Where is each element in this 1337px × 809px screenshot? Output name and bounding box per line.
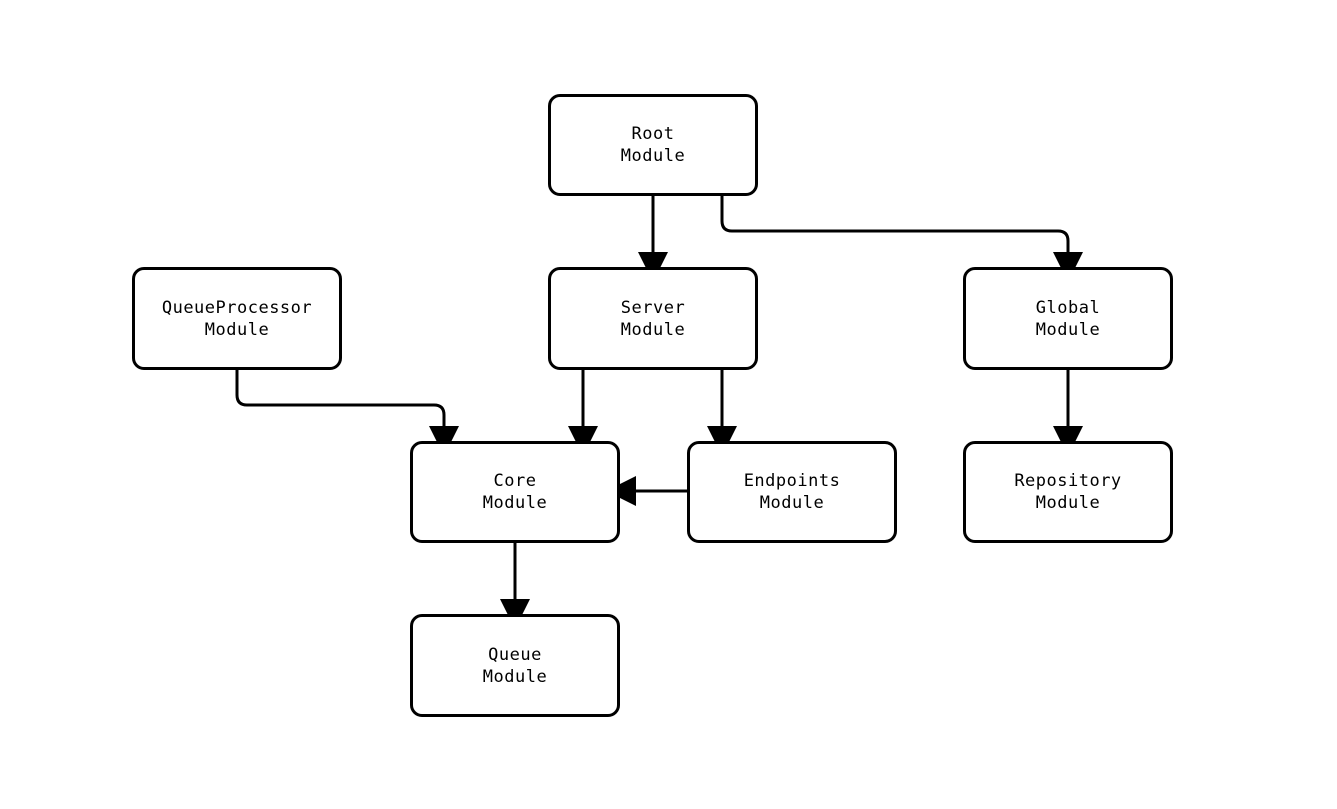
node-endpoints-module-suffix: Module	[759, 493, 825, 513]
node-server-module-suffix: Module	[620, 319, 686, 340]
node-queueprocessor-module[interactable]: QueueProcessor Module	[132, 267, 342, 370]
node-repository-module[interactable]: Repository Module	[963, 441, 1173, 543]
node-global-module[interactable]: Global Module	[963, 267, 1173, 370]
edge-root-to-global	[720, 196, 1083, 282]
node-endpoints-module-name: Endpoints	[743, 471, 841, 491]
node-root-module-name: Root	[631, 124, 675, 144]
node-server-module-name: Server	[620, 297, 686, 318]
node-server-module[interactable]: Server Module	[548, 267, 758, 370]
node-repository-module-suffix: Module	[1035, 493, 1101, 513]
node-root-module-suffix: Module	[620, 146, 686, 166]
node-global-module-name: Global	[1035, 297, 1101, 318]
node-root-module[interactable]: Root Module	[548, 94, 758, 196]
node-global-module-suffix: Module	[1035, 319, 1101, 340]
node-queue-module[interactable]: Queue Module	[410, 614, 620, 717]
node-queueprocessor-module-name: QueueProcessor	[161, 297, 313, 318]
node-endpoints-module[interactable]: Endpoints Module	[687, 441, 897, 543]
node-repository-module-name: Repository	[1014, 471, 1122, 491]
node-queueprocessor-module-suffix: Module	[204, 319, 270, 340]
node-core-module-suffix: Module	[482, 493, 548, 513]
node-queue-module-name: Queue	[488, 644, 542, 665]
edge-queueprocessor-to-core	[235, 370, 459, 456]
node-core-module[interactable]: Core Module	[410, 441, 620, 543]
node-core-module-name: Core	[493, 471, 537, 491]
node-queue-module-suffix: Module	[482, 666, 548, 687]
